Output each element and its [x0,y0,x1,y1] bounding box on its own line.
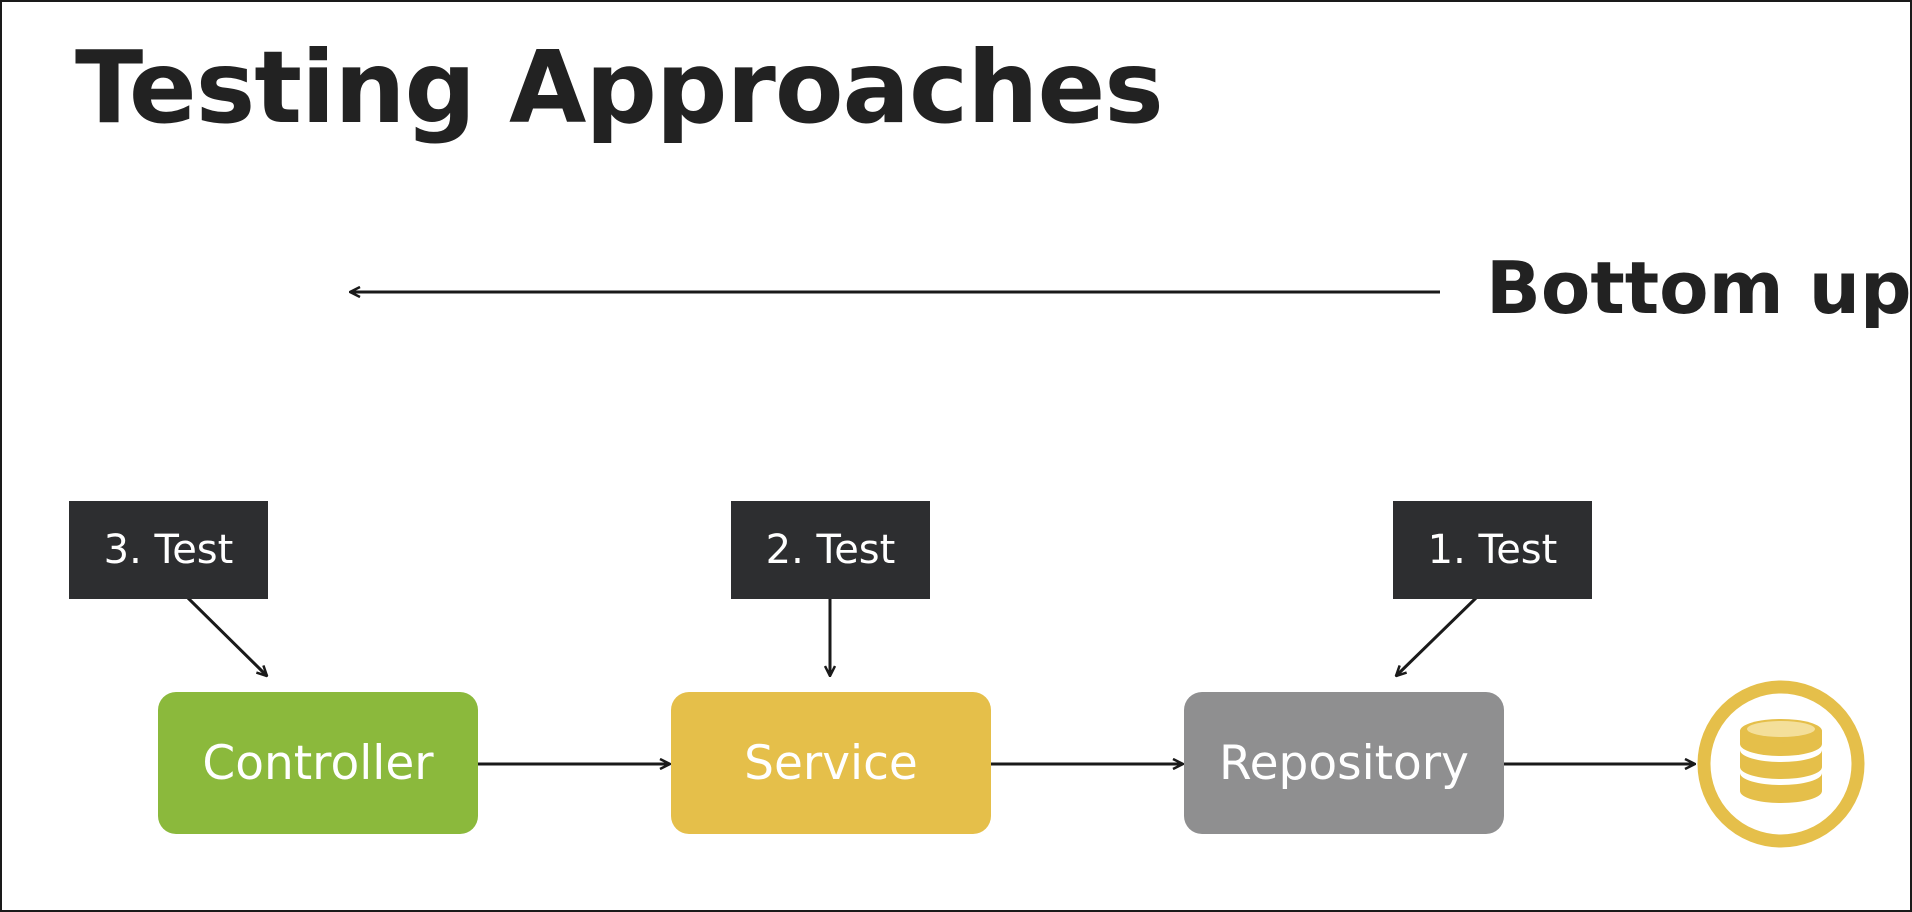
test-arrow-repository [1396,596,1478,676]
test-arrow-controller [186,596,267,676]
test-label-3: 3. Test [69,501,268,599]
slide-title: Testing Approaches [75,29,1164,146]
test-label-2: 2. Test [731,501,930,599]
approach-label: Bottom up [1486,246,1912,330]
database-icon [1697,680,1865,848]
controller-box: Controller [158,692,478,834]
service-box: Service [671,692,991,834]
repository-box: Repository [1184,692,1504,834]
test-label-1: 1. Test [1393,501,1592,599]
